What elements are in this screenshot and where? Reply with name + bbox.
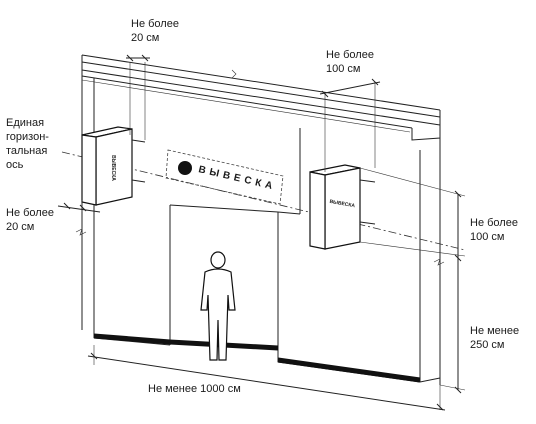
label-axis-line2: горизон- (6, 131, 49, 143)
cornice (81, 54, 441, 141)
label-min-height-line2: 250 см (470, 339, 504, 351)
main-sign: ВЫВЕСКА (165, 149, 284, 205)
dim-left-depth (57, 200, 101, 213)
label-top-left-line2: 20 см (131, 32, 159, 44)
label-right-height-line2: 100 см (470, 231, 504, 243)
right-bracket-sign: ВЫВЕСКА (309, 164, 376, 250)
dim-right-height (359, 167, 466, 262)
person-icon (200, 251, 236, 361)
dim-top-left (126, 54, 150, 140)
main-sign-text: ВЫВЕСКА (197, 164, 277, 193)
left-bracket-sign: ВЫВЕСКА (81, 126, 146, 206)
logo-dot-icon (178, 161, 192, 175)
right-bracket-sign-text: ВЫВЕСКА (329, 199, 356, 209)
label-right-height-line1: Не более (470, 217, 518, 229)
right-wall (277, 128, 441, 385)
left-bracket-sign-text: ВЫВЕСКА (110, 155, 116, 181)
label-left-depth-line1: Не более (6, 207, 54, 219)
label-left-depth-line2: 20 см (6, 221, 34, 233)
dim-min-length (87, 345, 446, 411)
label-top-right-line2: 100 см (326, 63, 360, 75)
break-mark (75, 228, 87, 236)
label-min-length: Не менее 1000 см (148, 383, 241, 395)
dim-top-right (319, 78, 381, 172)
label-min-height-line1: Не менее (470, 325, 519, 337)
label-top-left-line1: Не более (131, 18, 179, 30)
doorway (169, 205, 279, 350)
label-axis-line1: Единая (6, 117, 44, 129)
label-axis-line4: ось (6, 159, 24, 171)
label-top-right-line1: Не более (326, 49, 374, 61)
dim-min-height (439, 258, 466, 394)
break-mark (433, 258, 445, 266)
label-axis-line3: тальная (6, 145, 47, 157)
